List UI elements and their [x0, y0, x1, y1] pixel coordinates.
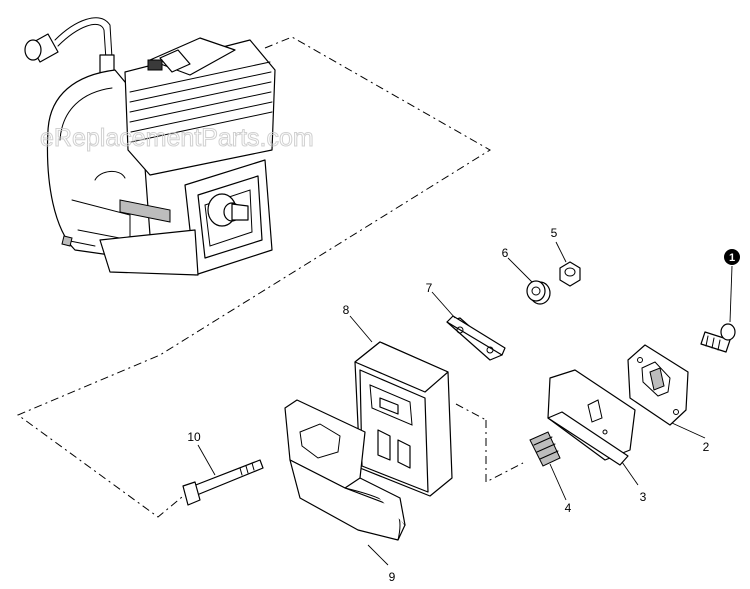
callout-10: 10 [187, 430, 201, 444]
part-4-screen [529, 431, 561, 467]
callout-badge-1: 1 [724, 249, 740, 265]
callout-8: 8 [343, 303, 350, 317]
callout-badge-1-label: 1 [729, 252, 735, 264]
callout-4: 4 [565, 501, 572, 515]
part-7-plate [446, 315, 506, 361]
watermark: eReplacementParts.com [40, 124, 314, 152]
part-10-bolt [182, 459, 264, 506]
part-1-bolt [700, 323, 736, 353]
part-5-nut [559, 261, 581, 287]
callout-7: 7 [426, 281, 433, 295]
part-6-spacer [526, 280, 551, 305]
callout-6: 6 [502, 246, 509, 260]
callout-9: 9 [389, 570, 396, 584]
part-3-heat-shield [547, 369, 636, 466]
assembly-guide-lines [16, 36, 524, 518]
part-2-cover-plate [627, 344, 689, 426]
callout-3: 3 [640, 490, 647, 504]
part-9-deflector [284, 399, 406, 541]
callout-2: 2 [703, 440, 710, 454]
callout-5: 5 [551, 226, 558, 240]
part-8-muffler [354, 341, 453, 497]
engine-assembly [24, 17, 276, 276]
leader-lines [197, 241, 733, 566]
